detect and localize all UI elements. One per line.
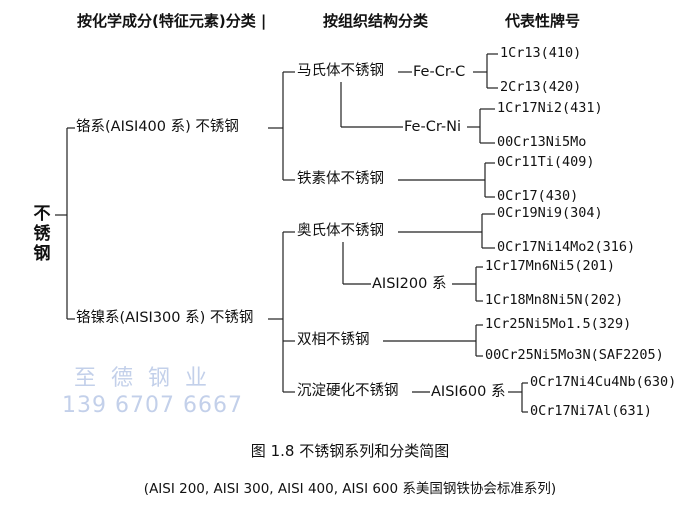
grade-2cr13: 2Cr13(420)	[500, 79, 582, 95]
node-fe-cr-ni: Fe-Cr-Ni	[404, 119, 461, 135]
node-fe-cr-c: Fe-Cr-C	[413, 64, 466, 80]
grade-0cr19ni9: 0Cr19Ni9(304)	[497, 205, 603, 221]
structure-ferritic: 铁素体不锈钢	[297, 171, 384, 187]
watermark-phone: 139 6707 6667	[62, 393, 243, 418]
grade-0cr17ni7al: 0Cr17Ni7Al(631)	[530, 403, 652, 419]
structure-austenitic: 奥氏体不锈钢	[297, 223, 384, 239]
grade-1cr17ni2: 1Cr17Ni2(431)	[497, 100, 603, 116]
header-structure: 按组织结构分类	[323, 12, 429, 30]
grade-00cr25ni5mo3n: 00Cr25Ni5Mo3N(SAF2205)	[485, 347, 664, 363]
grade-0cr17: 0Cr17(430)	[497, 188, 579, 204]
grade-0cr17ni4cu4nb: 0Cr17Ni4Cu4Nb(630)	[530, 374, 677, 390]
grade-1cr13: 1Cr13(410)	[500, 45, 582, 61]
series-chromium: 铬系(AISI400 系) 不锈钢	[76, 119, 239, 135]
root-stainless-steel: 不锈钢	[33, 204, 51, 264]
node-aisi200: AISI200 系	[372, 276, 447, 292]
grade-0cr11ti: 0Cr11Ti(409)	[497, 154, 595, 170]
figure-subcaption: (AISI 200, AISI 300, AISI 400, AISI 600 …	[143, 481, 557, 497]
header-classification: 按化学成分(特征元素)分类 |	[77, 12, 267, 30]
series-chromium-nickel: 铬镍系(AISI300 系) 不锈钢	[76, 310, 254, 326]
node-aisi600: AISI600 系	[431, 384, 506, 400]
header-grades: 代表性牌号	[505, 12, 581, 30]
grade-0cr17ni14mo2: 0Cr17Ni14Mo2(316)	[497, 239, 636, 255]
watermark-company: 至 德 钢 业	[74, 366, 211, 391]
grade-00cr13ni5mo: 00Cr13Ni5Mo	[497, 134, 587, 150]
grade-1cr18mn8ni5n: 1Cr18Mn8Ni5N(202)	[485, 292, 624, 308]
figure-caption: 图 1.8 不锈钢系列和分类简图	[250, 442, 450, 460]
structure-martensitic: 马氏体不锈钢	[297, 63, 384, 79]
grade-1cr17mn6ni5: 1Cr17Mn6Ni5(201)	[485, 258, 616, 274]
structure-duplex: 双相不锈钢	[297, 332, 370, 348]
structure-precipitation: 沉淀硬化不锈钢	[297, 383, 399, 399]
grade-1cr25ni5mo1-5: 1Cr25Ni5Mo1.5(329)	[485, 316, 632, 332]
